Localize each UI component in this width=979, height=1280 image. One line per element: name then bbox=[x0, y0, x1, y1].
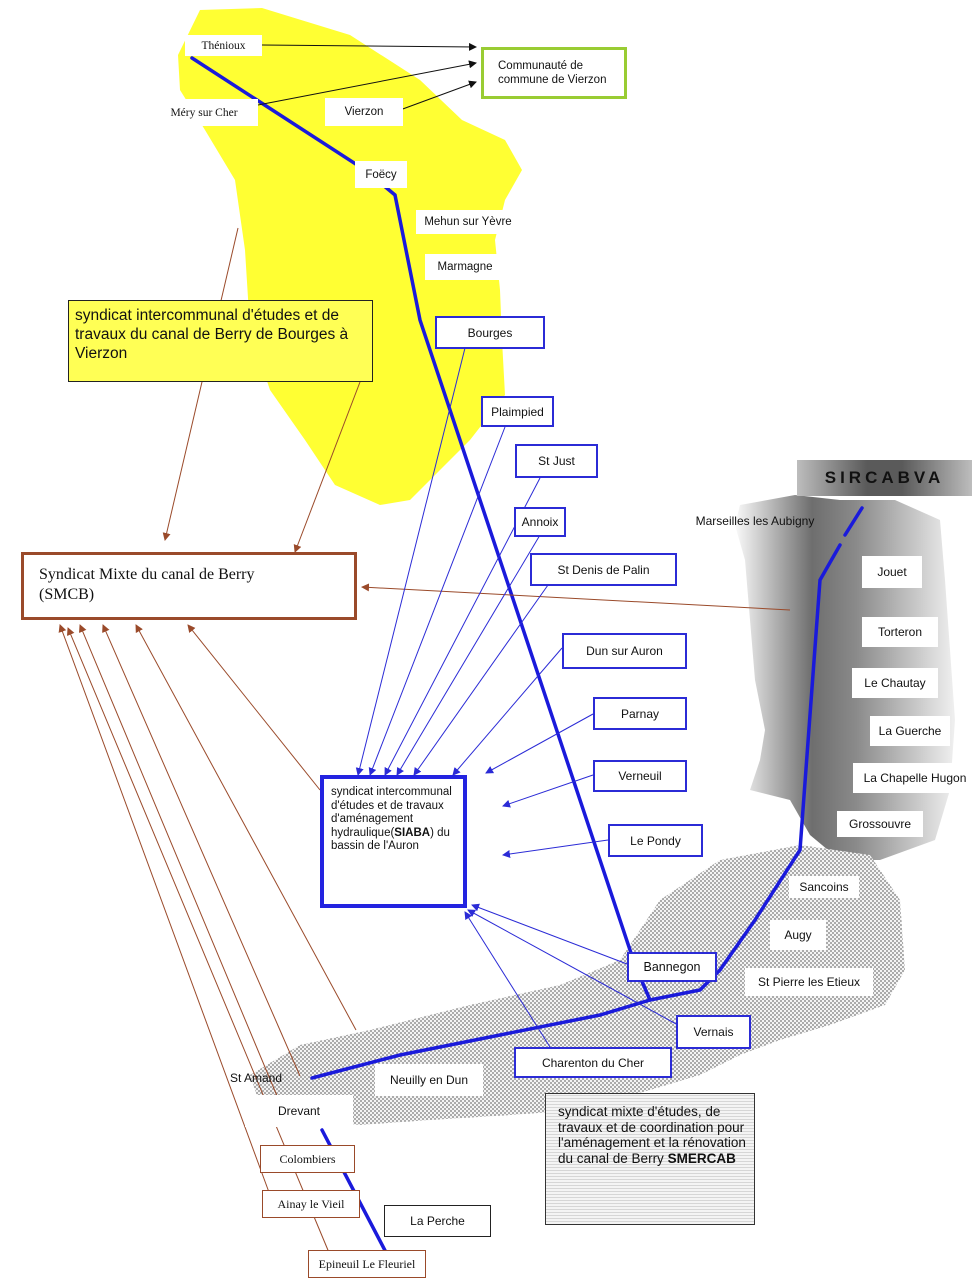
label-verneuil: Verneuil bbox=[593, 760, 687, 792]
label-epineuil: Epineuil Le Fleuriel bbox=[308, 1250, 426, 1278]
smcb-label: Syndicat Mixte du canal de Berry (SMCB) bbox=[39, 566, 255, 603]
label-foecy: Foëcy bbox=[355, 161, 407, 188]
sircabva-banner: SIRCABVA bbox=[797, 460, 972, 496]
smercab-label-pre: syndicat mixte d'études, de travaux et d… bbox=[558, 1104, 746, 1166]
siet-box: syndicat intercommunal d'études et de tr… bbox=[68, 300, 373, 382]
label-sancoins: Sancoins bbox=[789, 876, 859, 898]
label-stdenis: St Denis de Palin bbox=[530, 553, 677, 586]
label-dun: Dun sur Auron bbox=[562, 633, 687, 669]
siaba-label-pre: syndicat intercommunal d'études et de tr… bbox=[331, 786, 452, 839]
yellow-region bbox=[178, 8, 522, 505]
label-laperche: La Perche bbox=[384, 1205, 491, 1237]
label-thenioux: Thénioux bbox=[185, 35, 262, 56]
label-grossouvre: Grossouvre bbox=[837, 811, 923, 837]
label-stpierre: St Pierre les Etieux bbox=[745, 968, 873, 996]
siet-label: syndicat intercommunal d'études et de tr… bbox=[75, 307, 349, 362]
communaute-label: Communauté de commune de Vierzon bbox=[498, 60, 607, 86]
label-mery: Méry sur Cher bbox=[150, 99, 258, 126]
smercab-label: syndicat mixte d'études, de travaux et d… bbox=[558, 1104, 748, 1166]
dotted-region bbox=[250, 845, 905, 1125]
siaba-abbr: SIABA bbox=[394, 826, 431, 839]
smercab-box: syndicat mixte d'études, de travaux et d… bbox=[545, 1093, 755, 1225]
siaba-label: syndicat intercommunal d'études et de tr… bbox=[331, 786, 461, 854]
label-parnay: Parnay bbox=[593, 697, 687, 730]
label-colombiers: Colombiers bbox=[260, 1145, 355, 1173]
smcb-box: Syndicat Mixte du canal de Berry (SMCB) bbox=[21, 552, 357, 620]
label-chapelle: La Chapelle Hugon bbox=[853, 763, 977, 793]
communaute-arrows bbox=[257, 42, 477, 111]
label-vernais: Vernais bbox=[676, 1015, 751, 1049]
label-annoix: Annoix bbox=[514, 507, 566, 537]
label-ainay: Ainay le Vieil bbox=[262, 1190, 360, 1218]
label-stjust: St Just bbox=[515, 444, 598, 478]
label-augy: Augy bbox=[770, 920, 826, 950]
label-bannegon: Bannegon bbox=[627, 952, 717, 982]
label-charenton: Charenton du Cher bbox=[514, 1047, 672, 1078]
communaute-box: Communauté de commune de Vierzon bbox=[481, 47, 627, 99]
siaba-box: syndicat intercommunal d'études et de tr… bbox=[320, 775, 467, 908]
label-jouet: Jouet bbox=[862, 556, 922, 588]
smercab-abbr: SMERCAB bbox=[667, 1150, 736, 1166]
label-torteron: Torteron bbox=[862, 617, 938, 647]
label-neuilly: Neuilly en Dun bbox=[375, 1064, 483, 1096]
label-drevant: Drevant bbox=[245, 1095, 353, 1127]
label-lepondy: Le Pondy bbox=[608, 824, 703, 857]
label-stamand: St Amand bbox=[229, 1071, 283, 1085]
label-chautay: Le Chautay bbox=[852, 668, 938, 698]
siaba-label-post: ) du bassin de l'Auron bbox=[331, 826, 450, 853]
label-marseilles: Marseilles les Aubigny bbox=[695, 514, 815, 528]
label-marmagne: Marmagne bbox=[425, 254, 505, 280]
label-plaimpied: Plaimpied bbox=[481, 396, 554, 427]
label-guerche: La Guerche bbox=[870, 716, 950, 746]
label-mehun: Mehun sur Yèvre bbox=[416, 210, 520, 234]
label-bourges: Bourges bbox=[435, 316, 545, 349]
label-vierzon: Vierzon bbox=[325, 98, 403, 126]
